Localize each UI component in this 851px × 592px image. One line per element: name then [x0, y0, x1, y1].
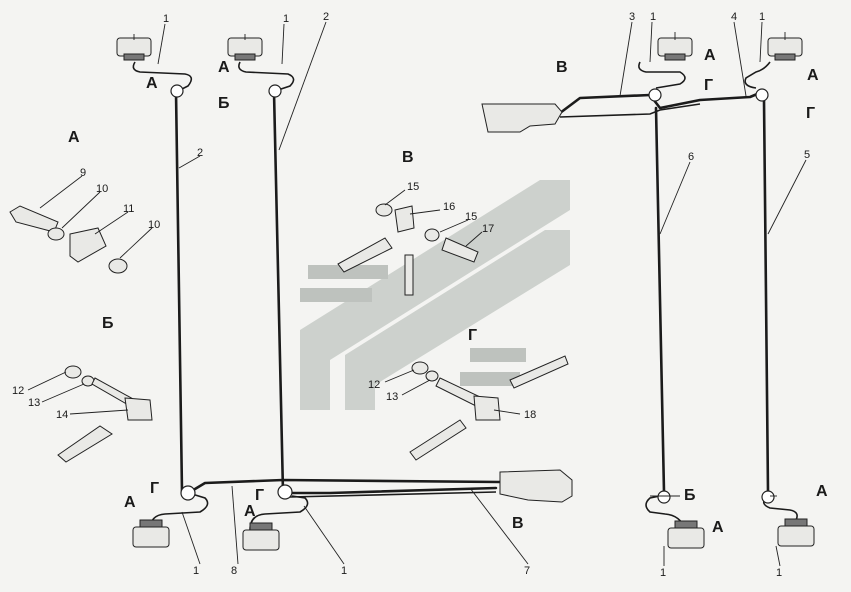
part-number: 1: [283, 13, 289, 25]
part-number: 13: [28, 397, 40, 409]
label-a: А: [816, 483, 828, 500]
brake-cylinder-top-2: [227, 34, 263, 61]
pipe-right-verticals: [654, 98, 770, 494]
part-number: 12: [12, 385, 24, 397]
label-a: А: [712, 519, 724, 536]
part-number: 17: [482, 223, 494, 235]
part-number: 10: [148, 219, 160, 231]
part-number: 18: [524, 409, 536, 421]
detail-a-parts: [9, 205, 128, 274]
pipe-bottom-horizontal: [188, 478, 502, 498]
leader-lines: [27, 21, 807, 567]
pipe-center-vertical: [272, 90, 285, 494]
part-number: 7: [524, 565, 530, 577]
part-number: 15: [465, 211, 477, 223]
part-number-labels: 1 1 2 2 3 1 4 1 6 5 9 10 11 10 12 13 14 …: [12, 11, 810, 579]
part-number: 1: [650, 11, 656, 23]
detail-g-parts: [409, 355, 569, 461]
part-number: 3: [629, 11, 635, 23]
brake-cylinder-bottom-4: [777, 518, 815, 547]
label-a: А: [124, 494, 136, 511]
label-g: Г: [255, 487, 264, 504]
part-number: 12: [368, 379, 380, 391]
pipe-right-top: [558, 61, 771, 118]
part-number: 1: [193, 565, 199, 577]
brake-cylinder-bottom-1: [132, 519, 170, 548]
label-v-detail: В: [402, 149, 414, 166]
part-number: 8: [231, 565, 237, 577]
part-number: 2: [323, 11, 329, 23]
letter-labels: А А Б А Б В Г В А Г А Г Г А Г А В Б А А: [68, 47, 828, 536]
part-number: 13: [386, 391, 398, 403]
pipe-loop-top-left: [132, 61, 295, 91]
part-number: 1: [163, 13, 169, 25]
label-g: Г: [150, 480, 159, 497]
pipe-left-vertical: [174, 90, 184, 494]
brake-cylinder-bottom-3: [667, 520, 705, 549]
part-number: 9: [80, 167, 86, 179]
label-b: Б: [218, 95, 230, 112]
part-number: 4: [731, 11, 737, 23]
pipe-joints: [170, 84, 775, 504]
brake-cylinder-top-3: [657, 32, 693, 61]
part-number: 6: [688, 151, 694, 163]
label-a: А: [704, 47, 716, 64]
part-number: 16: [443, 201, 455, 213]
part-number: 2: [197, 147, 203, 159]
label-a: А: [146, 75, 158, 92]
part-number: 15: [407, 181, 419, 193]
label-g: Г: [806, 105, 815, 122]
brake-cylinder-bottom-2: [242, 522, 280, 551]
watermark-logo: [300, 180, 570, 410]
label-b: Б: [684, 487, 696, 504]
part-number: 14: [56, 409, 68, 421]
brake-cylinder-top-4: [767, 32, 803, 61]
label-v: В: [512, 515, 524, 532]
detail-b-parts: [57, 365, 153, 463]
label-g: Г: [704, 77, 713, 94]
label-v: В: [556, 59, 568, 76]
label-a: А: [218, 59, 230, 76]
hose-right-top: [481, 103, 563, 133]
detail-v-parts: [337, 203, 479, 296]
label-g-detail: Г: [468, 327, 477, 344]
part-number: 11: [123, 203, 134, 215]
hose-bottom: [499, 469, 573, 503]
part-number: 5: [804, 149, 810, 161]
part-number: 1: [341, 565, 347, 577]
brake-cylinder-top-1: [116, 34, 152, 61]
label-a: А: [244, 503, 256, 520]
part-number: 10: [96, 183, 108, 195]
label-a: А: [807, 67, 819, 84]
label-b-detail: Б: [102, 315, 114, 332]
part-number: 1: [759, 11, 765, 23]
part-number: 1: [660, 567, 666, 579]
label-a-detail: А: [68, 129, 80, 146]
part-number: 1: [776, 567, 782, 579]
